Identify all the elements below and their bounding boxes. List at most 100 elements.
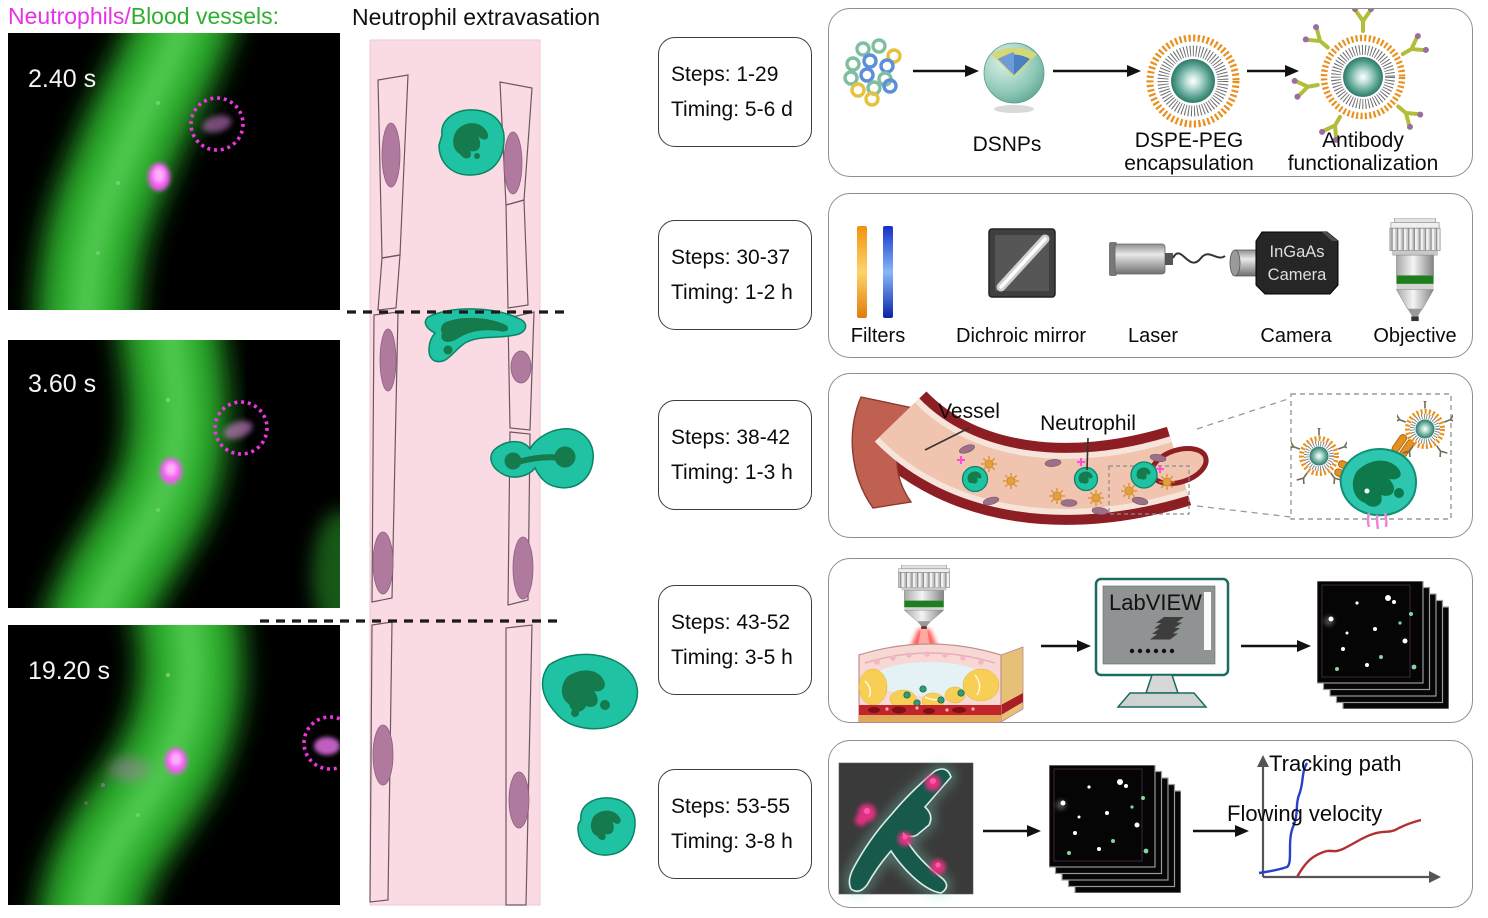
arrow-icon (983, 825, 1041, 837)
tracking-path-label: Tracking path (1269, 751, 1402, 776)
tracking-path-curve (1258, 762, 1309, 875)
arrow-icon (1053, 65, 1141, 77)
arrow-icon (913, 65, 979, 77)
timing-label: Timing: 1-2 h (671, 280, 793, 304)
image-stack-icon (1317, 581, 1449, 709)
stepbox-row-3: Steps: 38-42 Timing: 1-3 h (658, 400, 812, 510)
antibody-label: Antibody functionalization (1287, 129, 1439, 175)
neutrophil-blob-core (153, 167, 165, 183)
labview-logo (1150, 617, 1184, 640)
neutrophil-extravasated (541, 653, 639, 730)
panel-optical-setup: InGaAs Camera Filters Dichroic mirror La… (828, 193, 1473, 358)
nanoparticle-binding-inset (1290, 393, 1457, 530)
inset-neutrophil (1339, 448, 1417, 517)
objective-icon (898, 565, 950, 629)
panel-imaging-acquisition: LabVIEW (828, 558, 1473, 723)
extravasation-diagram (260, 39, 639, 906)
legend-vessels-label: Blood vessels: (130, 3, 280, 29)
migrating-neutrophils (424, 109, 639, 856)
timing-label: Timing: 5-6 d (671, 97, 793, 121)
labview-text: LabVIEW (1109, 590, 1202, 615)
neutrophil-label: Neutrophil (1040, 412, 1136, 435)
stepbox-row-4: Steps: 43-52 Timing: 3-5 h (658, 585, 812, 695)
timing-label: Timing: 1-3 h (671, 460, 793, 484)
microscopy-image-2: 3.60 s (8, 340, 340, 608)
extravasation-title: Neutrophil extravasation (352, 4, 601, 30)
dspe-peg-particle-icon (1146, 34, 1240, 128)
faint-neutrophil-blob (202, 115, 232, 133)
legend-neutrophils-label: Neutrophils/ (8, 3, 131, 29)
objective-label: Objective (1373, 325, 1457, 347)
camera-text-line1: InGaAs (1269, 243, 1324, 261)
steps-label: Steps: 53-55 (671, 794, 791, 818)
laser-cable (1172, 252, 1226, 264)
stepbox-row-2: Steps: 30-37 Timing: 1-2 h (658, 220, 812, 330)
wall-nuclei (959, 444, 1167, 515)
blood-vessel-fluorescence (35, 625, 247, 905)
blood-vessel-fluorescence (32, 33, 237, 310)
color-legend: Neutrophils/Blood vessels: (8, 3, 279, 30)
camera-text-line2: Camera (1268, 266, 1328, 284)
panel-tracking-analysis: Tracking path Flowing velocity (828, 740, 1473, 908)
laser-label: Laser (1127, 325, 1179, 347)
dichroic-mirror-icon (988, 228, 1056, 298)
frame-time-label: 3.60 s (28, 370, 96, 398)
antibody-icon (1291, 9, 1429, 143)
arrow-icon (1041, 640, 1091, 652)
dichroic-label: Dichroic mirror (956, 325, 1086, 347)
filter-bars-icon (857, 226, 893, 318)
tracking-circle-marker (213, 400, 269, 456)
microscopy-image-1: 2.40 s (8, 33, 340, 310)
vessel-leader-line (924, 427, 970, 451)
objective-icon (1389, 218, 1441, 322)
selectin-fringe (1366, 512, 1388, 530)
neutrophil-leader-line (1086, 437, 1089, 471)
faint-neutrophil-blob (223, 420, 253, 440)
flowing-velocity-label: Flowing velocity (1227, 801, 1383, 826)
labview-monitor-icon: LabVIEW (1094, 577, 1230, 708)
inset-connector-lines (1196, 397, 1292, 518)
camera-label: Camera (1260, 325, 1332, 347)
vessel-cross-section-icon (851, 390, 1209, 525)
tracking-graph (1257, 755, 1441, 883)
dsnp-sphere-icon (983, 42, 1045, 113)
panel-injection-targeting: Vessel Neutrophil (828, 373, 1473, 538)
neutrophil-outside (577, 797, 636, 856)
frame-time-label: 2.40 s (28, 65, 96, 93)
image-stack-icon (1049, 765, 1181, 893)
stepbox-row-5: Steps: 53-55 Timing: 3-8 h (658, 769, 812, 879)
extravasated-neutrophil-blob (314, 737, 340, 755)
skin-tissue-icon (858, 643, 1024, 723)
lumen-neutrophils (961, 461, 1158, 493)
microscopy-frame-2: 3.60 s (8, 340, 340, 608)
endothelial-nuclei (372, 122, 534, 829)
steps-label: Steps: 30-37 (671, 245, 791, 269)
flowing-velocity-curve (1295, 818, 1422, 878)
arrow-icon (1241, 640, 1311, 652)
microscopy-frame-1: 2.40 s (8, 33, 340, 310)
faint-neutrophil-cloud (109, 757, 149, 781)
ingaas-camera-icon: InGaAs Camera (1229, 231, 1339, 295)
neutrophil-blob-core (170, 752, 182, 766)
steps-label: Steps: 43-52 (671, 610, 791, 634)
microscopy-frame-3: 19.20 s (8, 625, 340, 905)
neutrophil-crossing-junction (424, 308, 527, 363)
arrow-icon (1247, 65, 1299, 77)
neutrophil-in-lumen (438, 109, 505, 176)
dsnps-label: DSNPs (972, 133, 1042, 156)
laser-icon (1109, 242, 1226, 276)
dspe-peg-label: DSPE-PEG encapsulation (1124, 129, 1254, 175)
vessel-mask-icon (838, 762, 974, 897)
magenta-sparkles (957, 456, 1164, 473)
inset-source-box (1108, 465, 1190, 515)
frame-time-label: 19.20 s (28, 657, 110, 685)
nanoparticle-cluster-icon (843, 38, 902, 107)
circulating-nanoparticles (981, 456, 1175, 506)
vessel-label: Vessel (938, 400, 1000, 423)
arrow-icon (1193, 825, 1249, 837)
microscopy-image-3: 19.20 s (8, 625, 340, 905)
timing-label: Timing: 3-8 h (671, 829, 793, 853)
stepbox-row-1: Steps: 1-29 Timing: 5-6 d (658, 37, 812, 147)
panel-nanoparticle-synthesis: DSNPs DSPE-PEG encapsulation Antibody fu… (828, 8, 1473, 177)
